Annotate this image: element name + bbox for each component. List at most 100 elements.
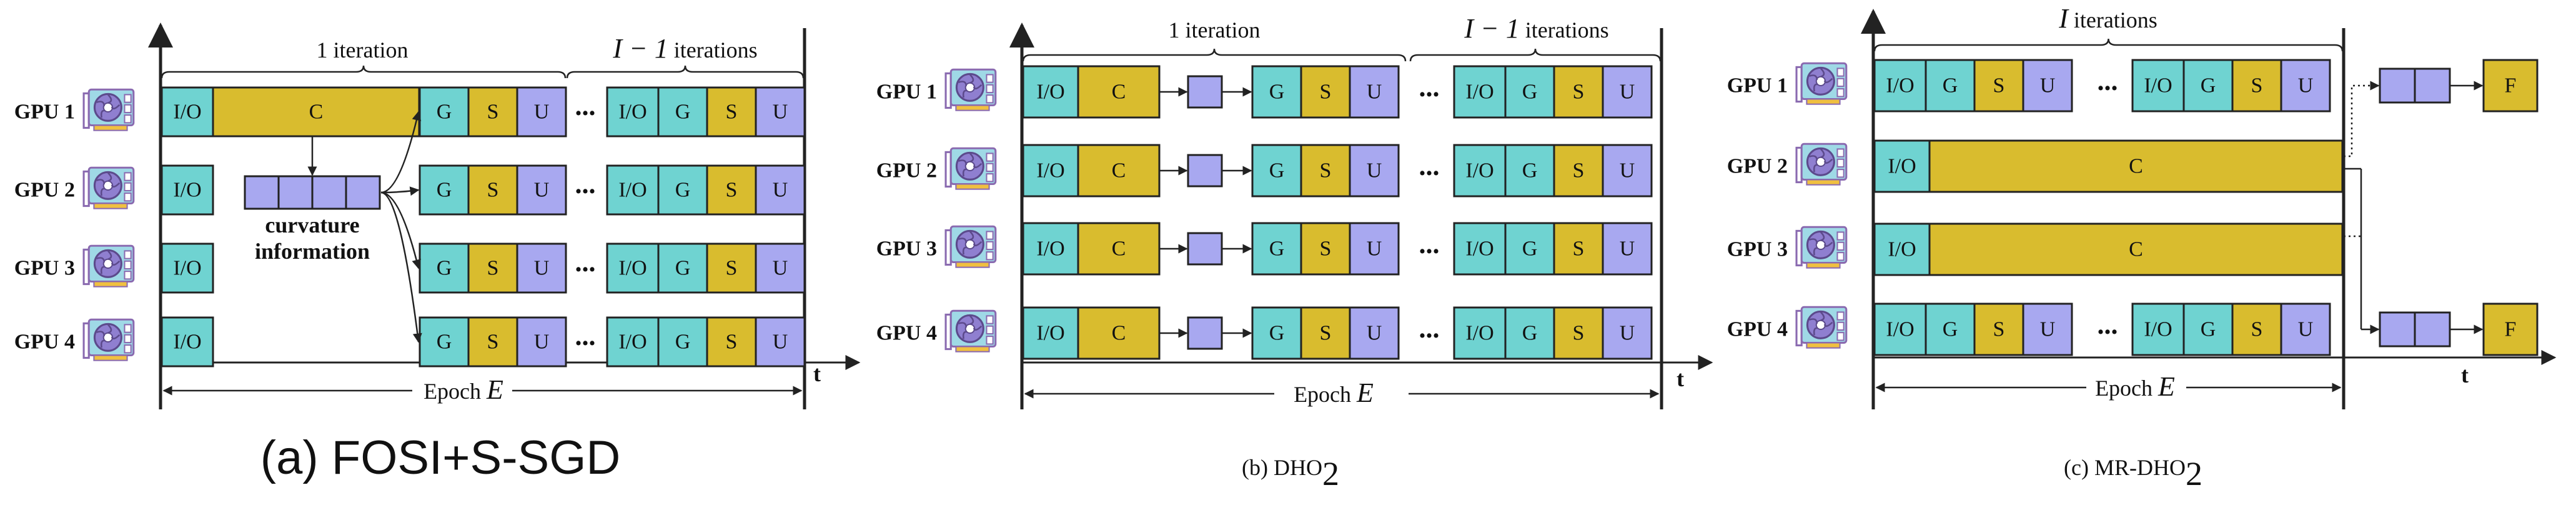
curvature-label-1: curvature: [265, 212, 359, 238]
brace-rest-label-part: I − 1: [612, 33, 668, 64]
brace-rest-label-part: I − 1: [1464, 13, 1519, 44]
gpu1-rest-s: S: [1553, 65, 1604, 119]
gpu2-io-label: I/O: [173, 179, 201, 202]
gpu2-rest-s-box: [1553, 144, 1604, 198]
gpu2-rest-g-box: [1504, 144, 1555, 198]
gpu1-io-label: I/O: [173, 101, 201, 124]
gpu2-first-g-box: [1251, 144, 1302, 198]
gpu4-rest-io-label: I/O: [1465, 322, 1494, 345]
gpu2-first-u-box: [516, 164, 567, 216]
gpu2-rest-io-box: [606, 164, 660, 216]
gpu4-rest-s: S: [2231, 302, 2282, 356]
gpu-label-2: GPU 2: [14, 179, 75, 202]
brace-rest-label: I − 1 iterations: [1464, 13, 1608, 44]
gpu4-rest-g-box: [2182, 302, 2234, 356]
gpu1-first-s-label: S: [1320, 81, 1332, 104]
gpu4-rest-g: G: [1504, 306, 1555, 360]
brace-label-part: iterations: [2068, 8, 2157, 32]
gpu4-rest-g: G: [657, 316, 708, 368]
gpu4-io: I/O: [1022, 306, 1079, 360]
gpu4-first-g: G: [1925, 302, 1976, 356]
gpu1-rest-s: S: [2231, 59, 2282, 112]
gpu1-rest-u: U: [755, 86, 806, 138]
gpu4-rest-u-label: U: [773, 331, 788, 354]
gpu3-compute-label: C: [2129, 238, 2143, 261]
gpu4-first-u-label: U: [534, 331, 550, 354]
gpu2-rest-s: S: [706, 164, 757, 216]
gpu4-rest-u-label: U: [1620, 322, 1635, 345]
gpu1-io-box: [161, 86, 214, 138]
caption-part: (c) MR-DHO: [2064, 455, 2186, 480]
gpu3-rest-u: U: [1602, 222, 1653, 276]
gpu1-first-io-label: I/O: [1886, 74, 1914, 98]
gpu3-rest-u-box: [1602, 222, 1653, 276]
gpu2-rest-io: I/O: [1453, 144, 1507, 198]
gpu4-first-u: U: [2022, 302, 2073, 356]
gpu1-final-box: [2482, 59, 2539, 112]
gpu3-io-label: I/O: [173, 257, 201, 280]
gpu2-first-u-box: [1349, 144, 1400, 198]
ellipsis: ...: [2098, 309, 2118, 340]
gpu4-first-g-box: [1251, 306, 1302, 360]
gpu2-rest-u-label: U: [773, 179, 788, 202]
gpu4-rest-s-label: S: [726, 331, 738, 354]
gpu3-rest-g-label: G: [675, 257, 691, 280]
gpu3-io-box: [161, 242, 214, 294]
gpu3-rest-io-label: I/O: [618, 257, 646, 280]
gpu3-io-box: [1022, 222, 1079, 276]
ellipsis: ...: [575, 169, 596, 199]
gpu4-curvature-cell: [2379, 311, 2416, 348]
gpu4-rest-g-label: G: [1522, 322, 1538, 345]
gpu4-curvature-cell: [1187, 316, 1223, 350]
gpu4-rest-io: I/O: [2131, 302, 2185, 356]
gpu1-rest-io-box: [2131, 59, 2185, 112]
gpu4-rest-u-box: [1602, 306, 1653, 360]
gpu2-compute: C: [1928, 139, 2344, 193]
gpu4-rest-io-box: [2131, 302, 2185, 356]
gpu2-io-label: I/O: [1036, 159, 1064, 182]
gpu4-io-box: [161, 316, 214, 368]
gpu2-compute-box: [1928, 139, 2344, 193]
gpu-card-icon: [1795, 142, 1848, 186]
gpu1-curvature-cell: [2379, 68, 2416, 104]
gpu4-rest-io: I/O: [1453, 306, 1507, 360]
ellipsis: ...: [1419, 313, 1440, 344]
gpu1-first-u-label: U: [1367, 81, 1382, 104]
gpu3-first-s: S: [1300, 222, 1351, 276]
gpu2-first-u-label: U: [534, 179, 550, 202]
gpu2-compute-box: [1077, 144, 1161, 198]
gpu-label-4: GPU 4: [14, 331, 75, 354]
gpu2-compute-label: C: [2129, 155, 2143, 178]
gpu2-io: I/O: [1022, 144, 1079, 198]
epoch-label-part: E: [486, 374, 503, 405]
gpu2-rest-u: U: [755, 164, 806, 216]
curvature-cell: [244, 175, 280, 210]
gpu1-rest-u-label: U: [773, 101, 788, 124]
gpu3-compute: C: [1077, 222, 1161, 276]
gpu-card-icon: [1795, 62, 1848, 106]
gpu1-rest-g-box: [2182, 59, 2234, 112]
gpu1-first-g-box: [419, 86, 470, 138]
gpu4-io: I/O: [161, 316, 214, 368]
gpu2-rest-s-box: [706, 164, 757, 216]
gpu1-first-u: U: [516, 86, 567, 138]
gpu4-rest-u: U: [2280, 302, 2331, 356]
epoch-label-part: E: [1356, 378, 1374, 408]
gpu-card-icon: [82, 166, 135, 210]
gpu3-rest-s: S: [1553, 222, 1604, 276]
brace-rest-label-part: iterations: [668, 38, 758, 62]
gpu1-rest-g-label: G: [675, 101, 691, 124]
gpu3-first-g: G: [1251, 222, 1302, 276]
gpu2-first-s-box: [1300, 144, 1351, 198]
ellipsis: ...: [575, 91, 596, 121]
gpu3-first-s-label: S: [1320, 238, 1332, 261]
gpu4-rest-s: S: [706, 316, 757, 368]
gpu1-rest-io: I/O: [1453, 65, 1507, 119]
gpu3-rest-u-label: U: [773, 257, 788, 280]
brace-rest-iterations: [1409, 48, 1662, 62]
gpu1-rest-s: S: [706, 86, 757, 138]
gpu1-rest-g: G: [657, 86, 708, 138]
gpu4-first-g-label: G: [1943, 318, 1958, 341]
